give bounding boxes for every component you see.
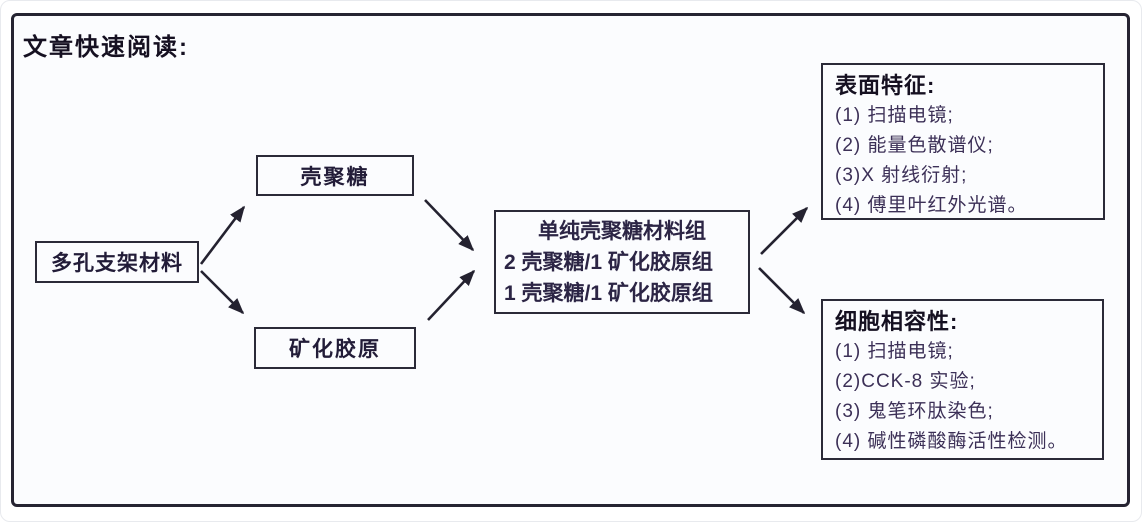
group-line-1-1-ratio: 1 壳聚糖/1 矿化胶原组 — [504, 281, 713, 305]
panel-cell-compatibility: 细胞相容性: (1) 扫描电镜; (2)CCK-8 实验; (3) 鬼笔环肽染色… — [821, 299, 1104, 460]
node-label: 多孔支架材料 — [51, 252, 183, 275]
cell-item-4: (4) 碱性磷酸酶活性检测。 — [835, 431, 1068, 452]
cell-item-1: (1) 扫描电镜; — [835, 341, 954, 362]
group-line-2-1-ratio: 2 壳聚糖/1 矿化胶原组 — [504, 250, 713, 274]
surface-item-2: (2) 能量色散谱仪; — [835, 135, 994, 156]
panel-header: 表面特征: — [835, 73, 936, 98]
node-experimental-groups: 单纯壳聚糖材料组 2 壳聚糖/1 矿化胶原组 1 壳聚糖/1 矿化胶原组 — [494, 210, 750, 314]
cell-item-3: (3) 鬼笔环肽染色; — [835, 401, 994, 422]
node-label: 矿化胶原 — [289, 338, 381, 361]
node-porous-scaffold-material: 多孔支架材料 — [35, 241, 199, 283]
node-mineralized-collagen: 矿化胶原 — [254, 327, 416, 369]
surface-item-1: (1) 扫描电镜; — [835, 105, 954, 126]
cell-item-2: (2)CCK-8 实验; — [835, 371, 976, 392]
surface-item-4: (4) 傅里叶红外光谱。 — [835, 195, 1028, 216]
panel-header: 细胞相容性: — [835, 309, 959, 334]
node-chitosan: 壳聚糖 — [256, 155, 414, 196]
panel-surface-characteristics: 表面特征: (1) 扫描电镜; (2) 能量色散谱仪; (3)X 射线衍射; (… — [821, 63, 1105, 220]
surface-item-3: (3)X 射线衍射; — [835, 165, 968, 186]
diagram-title: 文章快速阅读: — [23, 34, 189, 61]
node-label: 壳聚糖 — [300, 165, 370, 189]
group-line-pure-chitosan: 单纯壳聚糖材料组 — [538, 219, 706, 243]
